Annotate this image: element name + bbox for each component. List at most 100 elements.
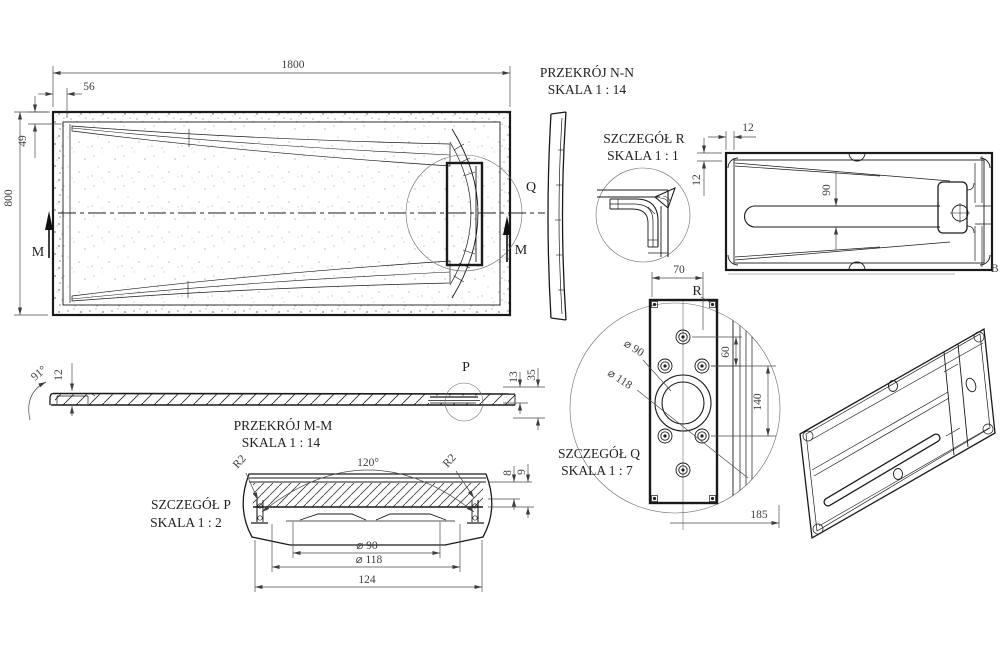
iso-rim-step-bottom (818, 427, 990, 527)
dim-q-d118-text: ⌀ 118 (605, 367, 634, 392)
detail-p-scale: SKALA 1 : 2 (150, 515, 222, 530)
dim-140: 140 (711, 365, 776, 437)
top-notch (848, 152, 866, 162)
dim-mm12-text: 12 (53, 369, 65, 381)
iso-rib-lines (811, 391, 950, 477)
detail-p-callout-circle (444, 382, 484, 422)
dim-90-slot: 90 (821, 172, 839, 250)
dim-120-text: 120° (357, 457, 379, 469)
label-r-leader (700, 296, 712, 304)
dim-185: 185 (670, 505, 780, 528)
section-arrow-m-right (503, 216, 511, 262)
detail-p-profile (242, 473, 493, 546)
detail-r: SZCZEGÓŁ R SKALA 1 : 1 (595, 131, 691, 263)
tray-basin-speckle (63, 122, 500, 305)
detail-q-scale: SKALA 1 : 7 (561, 463, 633, 478)
detail-r-boundary (595, 167, 691, 263)
label-m-right: M (515, 243, 528, 258)
mm-top-line (52, 392, 516, 395)
dim-8-text: 8 (502, 470, 514, 476)
dim-56: 56 (38, 81, 95, 118)
slope-wedge-top-line (71, 127, 451, 156)
drain-channel (744, 205, 940, 228)
tray-inner-rim (62, 121, 501, 306)
label-p: P (462, 360, 470, 375)
slope-wedge-bottom-line (71, 271, 451, 300)
mm-left-lip (49, 392, 96, 405)
dim-r2r-text: R2 (441, 452, 459, 470)
mm-drain-void (428, 395, 480, 404)
detail-r-title: SZCZEGÓŁ R (603, 131, 684, 146)
dim-35-text: 35 (526, 369, 538, 381)
dim-phi90: ⌀ 90 (292, 522, 441, 558)
iso-notch-top (888, 380, 898, 392)
dim-p118-text: ⌀ 118 (356, 554, 383, 566)
dim-800-text: 800 (3, 189, 15, 207)
dim-12h-text: 12 (742, 122, 754, 134)
dim-70: 70 (651, 264, 704, 330)
iso-view (799, 327, 996, 540)
bottom-notch (848, 261, 866, 271)
label-m-left: M (32, 245, 45, 260)
detail-q-title: SZCZEGÓŁ Q (558, 446, 640, 461)
detail-p-title: SZCZEGÓŁ P (151, 497, 231, 512)
label-r: R (692, 284, 702, 299)
bottom-outer-edge (724, 151, 994, 272)
section-mm: P 91° 12 13 35 PRZEKRÓJ M-M SKALA 1 : 14 (28, 360, 545, 450)
dim-124: 124 (254, 540, 483, 592)
detail-q-boundary (569, 302, 781, 514)
bottom-inner-rim (733, 159, 985, 264)
dim-124-text: 124 (358, 574, 376, 586)
section-nn-profile (547, 111, 567, 321)
bottom-view: B 12 12 90 (691, 122, 999, 275)
iso-inner-rim (805, 333, 991, 532)
dim-800: 800 (3, 111, 48, 316)
dim-12v-text: 12 (691, 174, 703, 186)
dim-140-text: 140 (752, 393, 764, 411)
dim-phi118: ⌀ 118 (271, 524, 461, 572)
dim-9: 9 (488, 464, 534, 518)
section-nn-title: PRZEKRÓJ N-N (540, 65, 634, 80)
iso-drain-area (943, 343, 977, 456)
detail-p: SZCZEGÓŁ P SKALA 1 : 2 (150, 452, 534, 592)
detail-r-scale: SKALA 1 : 1 (607, 148, 679, 163)
drain-hole-outer (654, 374, 712, 432)
detail-r-content (597, 186, 676, 257)
drain-recess (445, 161, 484, 267)
iso-slot (823, 433, 941, 507)
drain-speckle (449, 165, 480, 263)
iso-corner-pads (802, 331, 994, 535)
dim-12-lip: 12 (53, 363, 75, 416)
dim-q-d90-text: ⌀ 90 (621, 338, 646, 360)
iso-rim-step (808, 342, 984, 442)
iso-notch-bottom (893, 468, 903, 480)
iso-outline (799, 327, 996, 540)
plate-corner-pads (651, 301, 716, 502)
dim-13: 13 (503, 371, 545, 414)
dim-p90-text: ⌀ 90 (356, 540, 378, 552)
dim-90-text: 90 (821, 184, 833, 196)
dim-185-text: 185 (750, 509, 768, 521)
section-arrow-m-left (45, 211, 53, 258)
dim-12v: 12 (691, 138, 722, 196)
detail-q: ⌀ 90 ⌀ 118 70 R 60 140 185 SZCZEGÓŁ Q SK… (558, 264, 781, 530)
section-mm-scale: SKALA 1 : 14 (242, 435, 321, 450)
dim-70-text: 70 (673, 264, 685, 276)
drain-plate-outline (648, 298, 719, 505)
dim-35: 35 (513, 368, 545, 430)
dim-120deg: 120° (261, 457, 475, 513)
dim-49-text: 49 (17, 135, 29, 147)
section-mm-title: PRZEKRÓJ M-M (234, 418, 333, 433)
mm-hatch (55, 394, 515, 405)
dim-r2l-text: R2 (231, 453, 249, 471)
bottom-slope-lines (734, 162, 951, 261)
label-b: B (991, 263, 999, 275)
dim-12h: 12 (708, 122, 756, 150)
dim-60-text: 60 (720, 346, 732, 358)
dim-13-text: 13 (508, 371, 520, 383)
dim-91-text: 91° (29, 364, 49, 384)
plate-bosses (657, 329, 710, 478)
drain-hole-inner (661, 381, 705, 425)
